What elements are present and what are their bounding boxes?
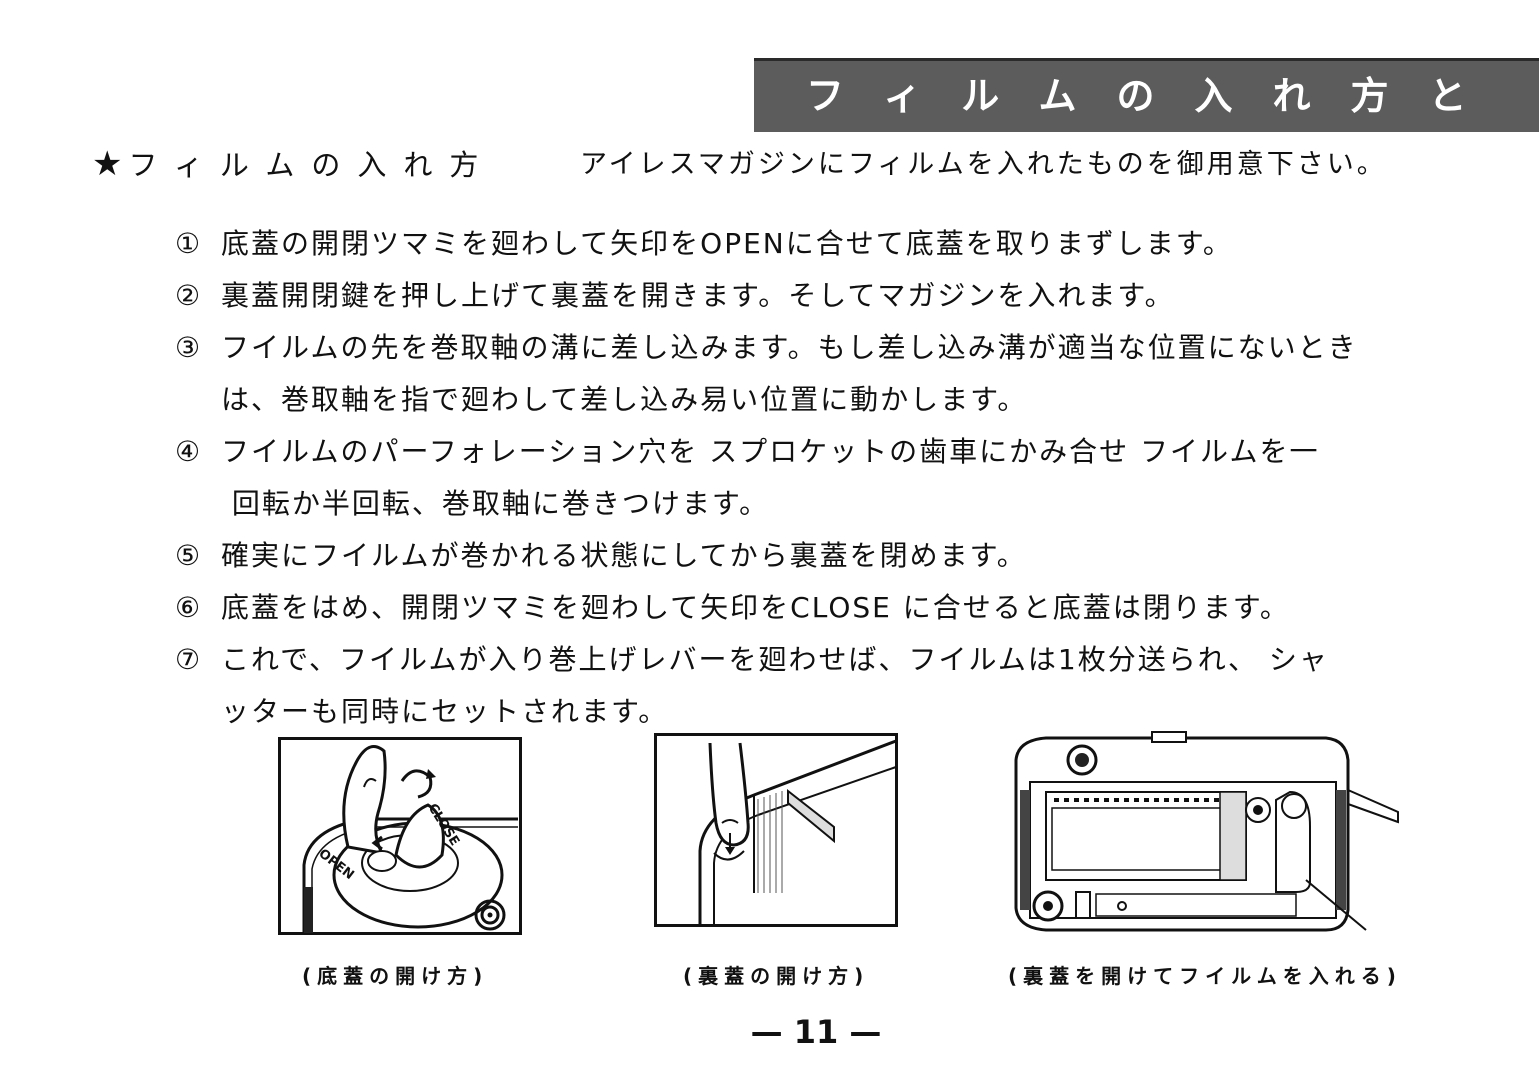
step-3: ③ フイルムの先を巻取軸の溝に差し込みます。もし差し込み溝が適当な位置にないとき… xyxy=(175,322,1475,426)
step-text: 底蓋の開閉ツマミを廻わして矢印をOPENに合せて底蓋を取りまずします。 xyxy=(221,227,1233,260)
section-intro: アイレスマガジンにフィルムを入れたものを御用意下さい。 xyxy=(580,149,1387,180)
step-text: 底蓋をはめ、開閉ツマミを廻わして矢印をCLOSE に合せると底蓋は閉ります。 xyxy=(221,591,1290,624)
step-number: ⑤ xyxy=(175,539,203,572)
bottom-cover-illustration: OPEN CLOSE xyxy=(278,737,522,935)
step-number: ④ xyxy=(175,435,203,468)
step-2: ② 裏蓋開閉鍵を押し上げて裏蓋を開きます。そしてマガジンを入れます。 xyxy=(175,270,1475,322)
page-number: — 11 — xyxy=(750,1013,882,1051)
back-cover-illustration xyxy=(654,733,898,927)
star-icon: ★ xyxy=(92,144,123,184)
step-text: これで、フイルムが入り巻上げレバーを廻わせば、フイルムは1枚分送られ、 シャ xyxy=(221,643,1329,676)
section-title: フィルムの入れ方 xyxy=(128,148,496,182)
step-text: 裏蓋開閉鍵を押し上げて裏蓋を開きます。そしてマガジンを入れます。 xyxy=(221,279,1175,312)
step-text: は、巻取軸を指で廻わして差し込み易い位置に動かします。 xyxy=(221,383,1028,416)
section-heading: ★フィルムの入れ方 xyxy=(92,144,495,185)
back-cover-caption: (裏蓋の開け方) xyxy=(683,964,870,988)
step-number: ⑥ xyxy=(175,591,203,624)
steps-list: ① 底蓋の開閉ツマミを廻わして矢印をOPENに合せて底蓋を取りまずします。 ② … xyxy=(175,218,1475,738)
step-6: ⑥ 底蓋をはめ、開閉ツマミを廻わして矢印をCLOSE に合せると底蓋は閉ります。 xyxy=(175,582,1475,634)
step-text: フイルムのパーフォレーション穴を スプロケットの歯車にかみ合せ フイルムを一 xyxy=(221,435,1320,468)
step-text: 確実にフイルムが巻かれる状態にしてから裏蓋を閉めます。 xyxy=(221,539,1027,572)
step-4: ④ フイルムのパーフォレーション穴を スプロケットの歯車にかみ合せ フイルムを一… xyxy=(175,426,1475,530)
film-loading-illustration xyxy=(1014,731,1399,932)
header-title: フィルムの入れ方と xyxy=(806,74,1507,118)
step-5: ⑤ 確実にフイルムが巻かれる状態にしてから裏蓋を閉めます。 xyxy=(175,530,1475,582)
step-text: ッターも同時にセットされます。 xyxy=(221,695,669,728)
film-loading-caption: (裏蓋を開けてフイルムを入れる) xyxy=(1008,964,1402,988)
header-rule xyxy=(754,58,1539,61)
step-text: 回転か半回転、巻取軸に巻きつけます。 xyxy=(221,487,770,520)
header-band: フィルムの入れ方と xyxy=(754,58,1539,132)
step-number: ③ xyxy=(175,331,203,364)
bottom-cover-caption: (底蓋の開け方) xyxy=(302,964,489,988)
step-7: ⑦ これで、フイルムが入り巻上げレバーを廻わせば、フイルムは1枚分送られ、 シャ… xyxy=(175,634,1475,738)
step-number: ① xyxy=(175,227,203,260)
step-1: ① 底蓋の開閉ツマミを廻わして矢印をOPENに合せて底蓋を取りまずします。 xyxy=(175,218,1475,270)
step-number: ② xyxy=(175,279,203,312)
step-number: ⑦ xyxy=(175,643,203,676)
step-text: フイルムの先を巻取軸の溝に差し込みます。もし差し込み溝が適当な位置にないとき xyxy=(221,331,1358,364)
